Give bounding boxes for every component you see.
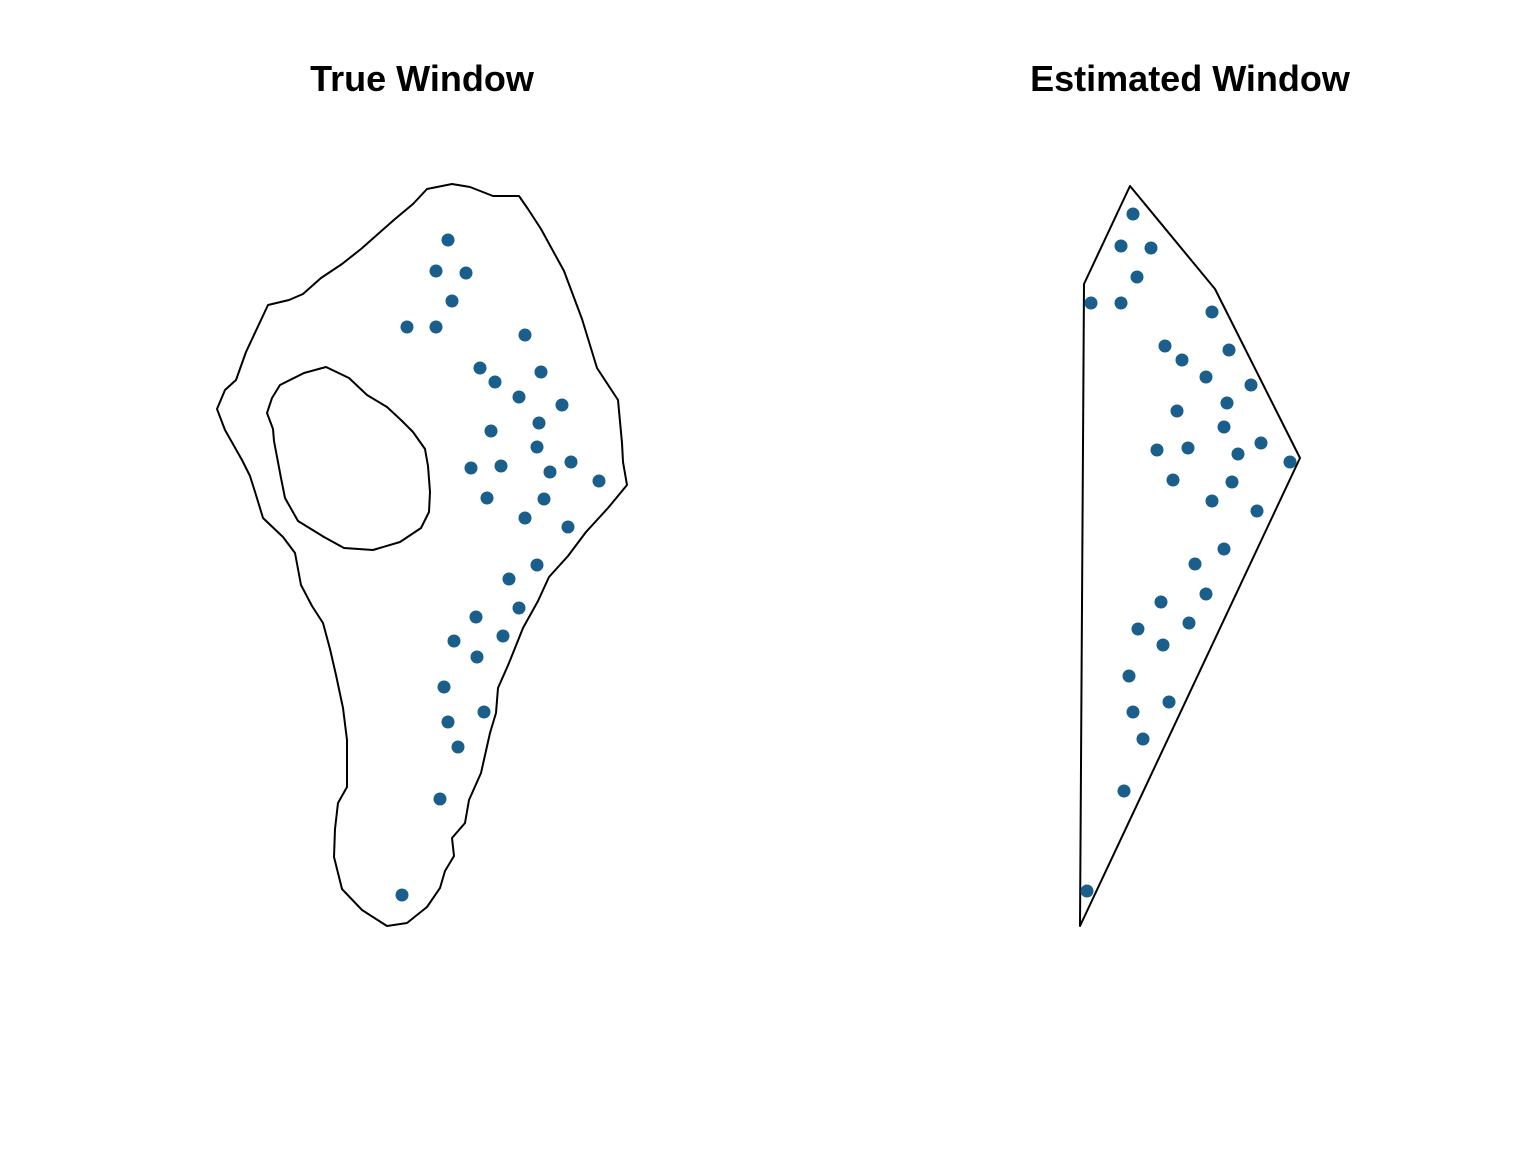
true-window-point-29 xyxy=(447,634,461,648)
true-window-point-18 xyxy=(464,461,478,475)
true-window-point-5 xyxy=(400,320,414,334)
true-window-hole-boundary xyxy=(266,366,431,551)
estimated-window-point-10 xyxy=(1175,353,1189,367)
true-window-point-9 xyxy=(534,365,548,379)
true-window-point-14 xyxy=(484,424,498,438)
estimated-window-point-1 xyxy=(1126,207,1140,221)
estimated-window-point-8 xyxy=(1158,339,1172,353)
estimated-window-point-3 xyxy=(1144,241,1158,255)
right-panel-title: Estimated Window xyxy=(1030,58,1350,99)
true-window-point-33 xyxy=(477,705,491,719)
true-window-point-16 xyxy=(564,455,578,469)
estimated-window-point-12 xyxy=(1244,378,1258,392)
true-window-point-12 xyxy=(555,398,569,412)
estimated-window-point-5 xyxy=(1084,296,1098,310)
true-window-point-20 xyxy=(592,474,606,488)
left-panel-title: True Window xyxy=(310,58,534,99)
true-window-panel xyxy=(216,183,628,927)
true-window-point-30 xyxy=(496,629,510,643)
estimated-window-point-19 xyxy=(1231,447,1245,461)
true-window-point-15 xyxy=(530,440,544,454)
estimated-window-point-31 xyxy=(1156,638,1170,652)
estimated-window-point-33 xyxy=(1162,695,1176,709)
true-window-point-4 xyxy=(445,294,459,308)
estimated-window-point-9 xyxy=(1222,343,1236,357)
true-window-point-28 xyxy=(469,610,483,624)
estimated-window-point-18 xyxy=(1150,443,1164,457)
estimated-window-point-26 xyxy=(1188,557,1202,571)
estimated-window-point-17 xyxy=(1181,441,1195,455)
true-window-point-25 xyxy=(530,558,544,572)
estimated-window-point-20 xyxy=(1283,455,1297,469)
true-window-point-6 xyxy=(429,320,443,334)
estimated-window-point-30 xyxy=(1182,616,1196,630)
estimated-window-point-24 xyxy=(1250,504,1264,518)
true-window-point-11 xyxy=(512,390,526,404)
estimated-window-point-13 xyxy=(1220,396,1234,410)
estimated-window-point-22 xyxy=(1225,475,1239,489)
true-window-point-36 xyxy=(433,792,447,806)
estimated-window-point-2 xyxy=(1114,239,1128,253)
estimated-window-point-6 xyxy=(1114,296,1128,310)
true-window-point-7 xyxy=(518,328,532,342)
true-window-point-22 xyxy=(537,492,551,506)
true-window-point-34 xyxy=(441,715,455,729)
true-window-point-21 xyxy=(480,491,494,505)
estimated-window-point-35 xyxy=(1136,732,1150,746)
estimated-window-point-14 xyxy=(1170,404,1184,418)
estimated-window-boundary xyxy=(1079,185,1301,927)
estimated-window-point-34 xyxy=(1126,705,1140,719)
estimated-window-point-21 xyxy=(1166,473,1180,487)
true-window-point-23 xyxy=(518,511,532,525)
true-window-point-31 xyxy=(470,650,484,664)
true-window-point-1 xyxy=(441,233,455,247)
true-window-point-3 xyxy=(459,266,473,280)
true-window-boundary xyxy=(216,183,628,927)
estimated-window-point-25 xyxy=(1217,542,1231,556)
estimated-window-point-32 xyxy=(1122,669,1136,683)
estimated-window-point-4 xyxy=(1130,270,1144,284)
true-window-point-37 xyxy=(395,888,409,902)
true-window-point-19 xyxy=(543,465,557,479)
estimated-window-point-7 xyxy=(1205,305,1219,319)
true-window-point-2 xyxy=(429,264,443,278)
estimated-window-point-11 xyxy=(1199,370,1213,384)
estimated-window-panel xyxy=(1079,185,1301,927)
true-window-point-24 xyxy=(561,520,575,534)
true-window-point-10 xyxy=(488,375,502,389)
estimated-window-point-16 xyxy=(1254,436,1268,450)
true-window-point-35 xyxy=(451,740,465,754)
estimated-window-point-27 xyxy=(1199,587,1213,601)
estimated-window-point-23 xyxy=(1205,494,1219,508)
estimated-window-point-15 xyxy=(1217,420,1231,434)
true-window-point-32 xyxy=(437,680,451,694)
true-window-point-13 xyxy=(532,416,546,430)
true-window-point-27 xyxy=(512,601,526,615)
estimated-window-point-29 xyxy=(1131,622,1145,636)
estimated-window-point-28 xyxy=(1154,595,1168,609)
true-window-point-26 xyxy=(502,572,516,586)
estimated-window-point-36 xyxy=(1117,784,1131,798)
true-window-point-8 xyxy=(473,361,487,375)
true-window-point-17 xyxy=(494,459,508,473)
estimated-window-point-37 xyxy=(1080,884,1094,898)
